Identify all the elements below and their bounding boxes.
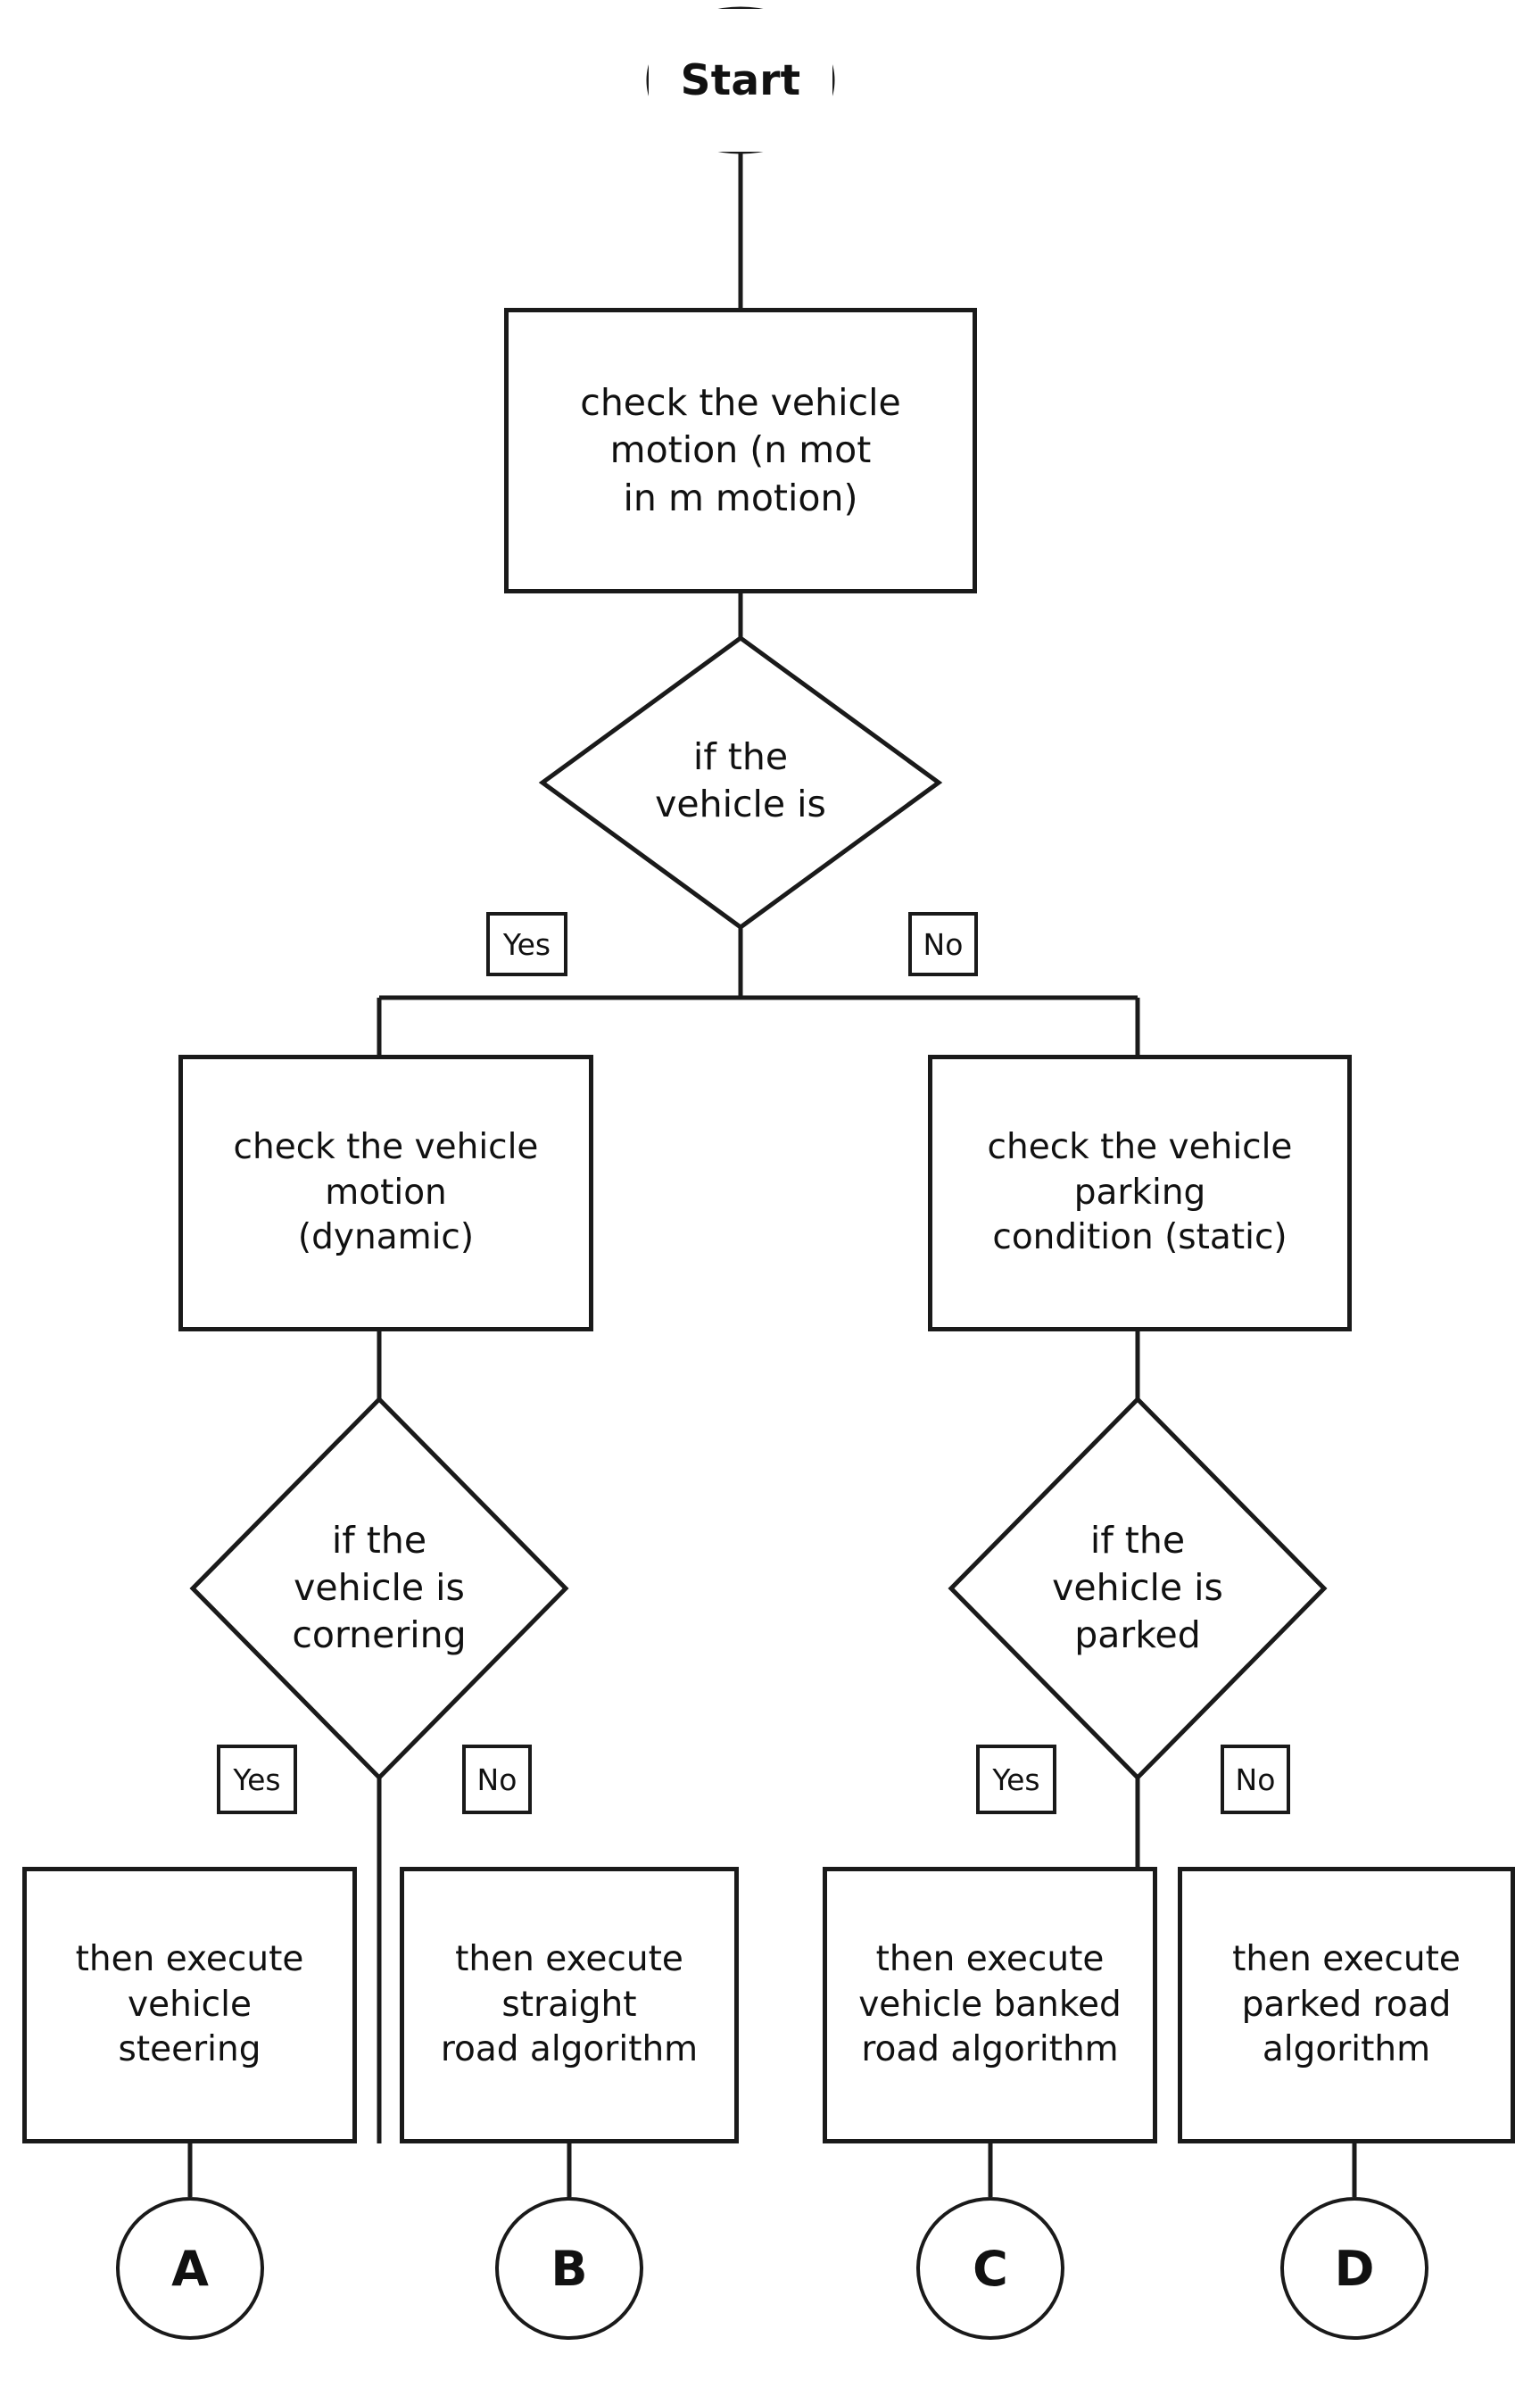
- process-check-vehicle-motion-dynamic-text: check the vehicle motion (dynamic): [233, 1126, 539, 1258]
- process-result-d-text: then execute parked road algorithm: [1232, 1938, 1461, 2070]
- edge-label-cornering-no-text: No: [476, 1762, 517, 1797]
- start-node[interactable]: Start: [649, 9, 832, 152]
- process-check-vehicle-motion[interactable]: check the vehicle motion (n mot in m mot…: [504, 308, 977, 593]
- decision-if-vehicle-is-cornering[interactable]: if the vehicle is cornering: [192, 1492, 567, 1684]
- connector-circle-d-label: D: [1334, 2240, 1375, 2297]
- edge-label-root-no-text: No: [923, 926, 964, 962]
- edge-label-root-yes: Yes: [486, 912, 567, 976]
- decision-if-vehicle-is-cornering-label: if the vehicle is cornering: [292, 1518, 467, 1657]
- decision-if-vehicle-is-label: if the vehicle is: [655, 734, 826, 825]
- edge-label-parked-no: No: [1221, 1745, 1290, 1814]
- start-label: Start: [680, 55, 801, 105]
- edge-label-root-yes-text: Yes: [502, 926, 551, 962]
- edge-label-cornering-yes: Yes: [217, 1745, 297, 1814]
- process-check-vehicle-parking-static[interactable]: check the vehicle parking condition (sta…: [928, 1055, 1352, 1331]
- process-result-a-text: then execute vehicle steering: [75, 1938, 304, 2070]
- decision-parked-outline: [951, 1399, 1324, 1778]
- process-result-b[interactable]: then execute straight road algorithm: [400, 1867, 739, 2143]
- decision-if-vehicle-is[interactable]: if the vehicle is: [562, 709, 919, 852]
- edge-label-parked-yes-text: Yes: [992, 1762, 1040, 1797]
- decision-if-vehicle-is-parked[interactable]: if the vehicle is parked: [950, 1492, 1325, 1684]
- process-result-c[interactable]: then execute vehicle banked road algorit…: [823, 1867, 1157, 2143]
- process-result-d[interactable]: then execute parked road algorithm: [1178, 1867, 1515, 2143]
- connector-circle-a[interactable]: A: [116, 2197, 264, 2340]
- connector-circle-b[interactable]: B: [495, 2197, 643, 2340]
- connector-circle-b-label: B: [551, 2240, 588, 2297]
- connector-circle-c-label: C: [973, 2240, 1008, 2297]
- process-check-vehicle-parking-static-text: check the vehicle parking condition (sta…: [987, 1126, 1293, 1258]
- edge-label-root-no: No: [908, 912, 978, 976]
- process-check-vehicle-motion-dynamic[interactable]: check the vehicle motion (dynamic): [178, 1055, 593, 1331]
- decision-if-vehicle-is-parked-label: if the vehicle is parked: [1052, 1518, 1223, 1657]
- process-result-b-text: then execute straight road algorithm: [440, 1938, 699, 2070]
- edge-label-cornering-no: No: [462, 1745, 532, 1814]
- edge-label-parked-yes: Yes: [976, 1745, 1056, 1814]
- process-check-vehicle-motion-line1: check the vehicle motion (n mot in m mot…: [580, 381, 901, 519]
- edge-label-parked-no-text: No: [1235, 1762, 1276, 1797]
- connector-circle-a-label: A: [171, 2240, 209, 2297]
- decision-cornering-outline: [193, 1399, 566, 1778]
- process-result-c-text: then execute vehicle banked road algorit…: [858, 1938, 1122, 2070]
- connector-circle-c[interactable]: C: [916, 2197, 1064, 2340]
- edge-label-cornering-yes-text: Yes: [233, 1762, 281, 1797]
- connector-circle-d[interactable]: D: [1280, 2197, 1428, 2340]
- decision-root-outline: [542, 638, 939, 927]
- process-result-a[interactable]: then execute vehicle steering: [22, 1867, 357, 2143]
